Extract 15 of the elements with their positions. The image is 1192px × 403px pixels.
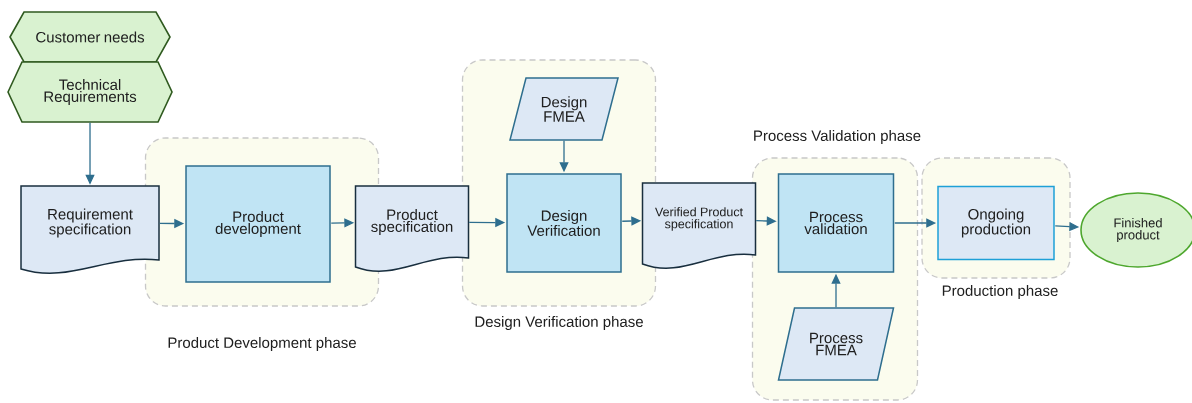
process-box: Design Verification <box>506 173 622 273</box>
document-box: Requirement specification <box>20 185 160 274</box>
process-box: Product development <box>185 165 331 283</box>
hexagon-box: Technical Requirements <box>7 61 173 123</box>
phase-label: Product Development phase <box>168 337 356 351</box>
document-box: Verified Product specification <box>641 182 757 269</box>
data-box: Process FMEA <box>777 307 895 381</box>
process-box: Process validation <box>777 173 895 273</box>
hexagon-box: Customer needs <box>9 11 171 63</box>
process-box: Ongoing production <box>937 185 1055 261</box>
phase-label: Production phase <box>942 285 1058 299</box>
phase-label: Design Verification phase <box>475 316 643 330</box>
document-box: Product specification <box>354 185 470 272</box>
data-box: Design FMEA <box>509 77 619 141</box>
phase-label: Process Validation phase <box>754 130 921 144</box>
